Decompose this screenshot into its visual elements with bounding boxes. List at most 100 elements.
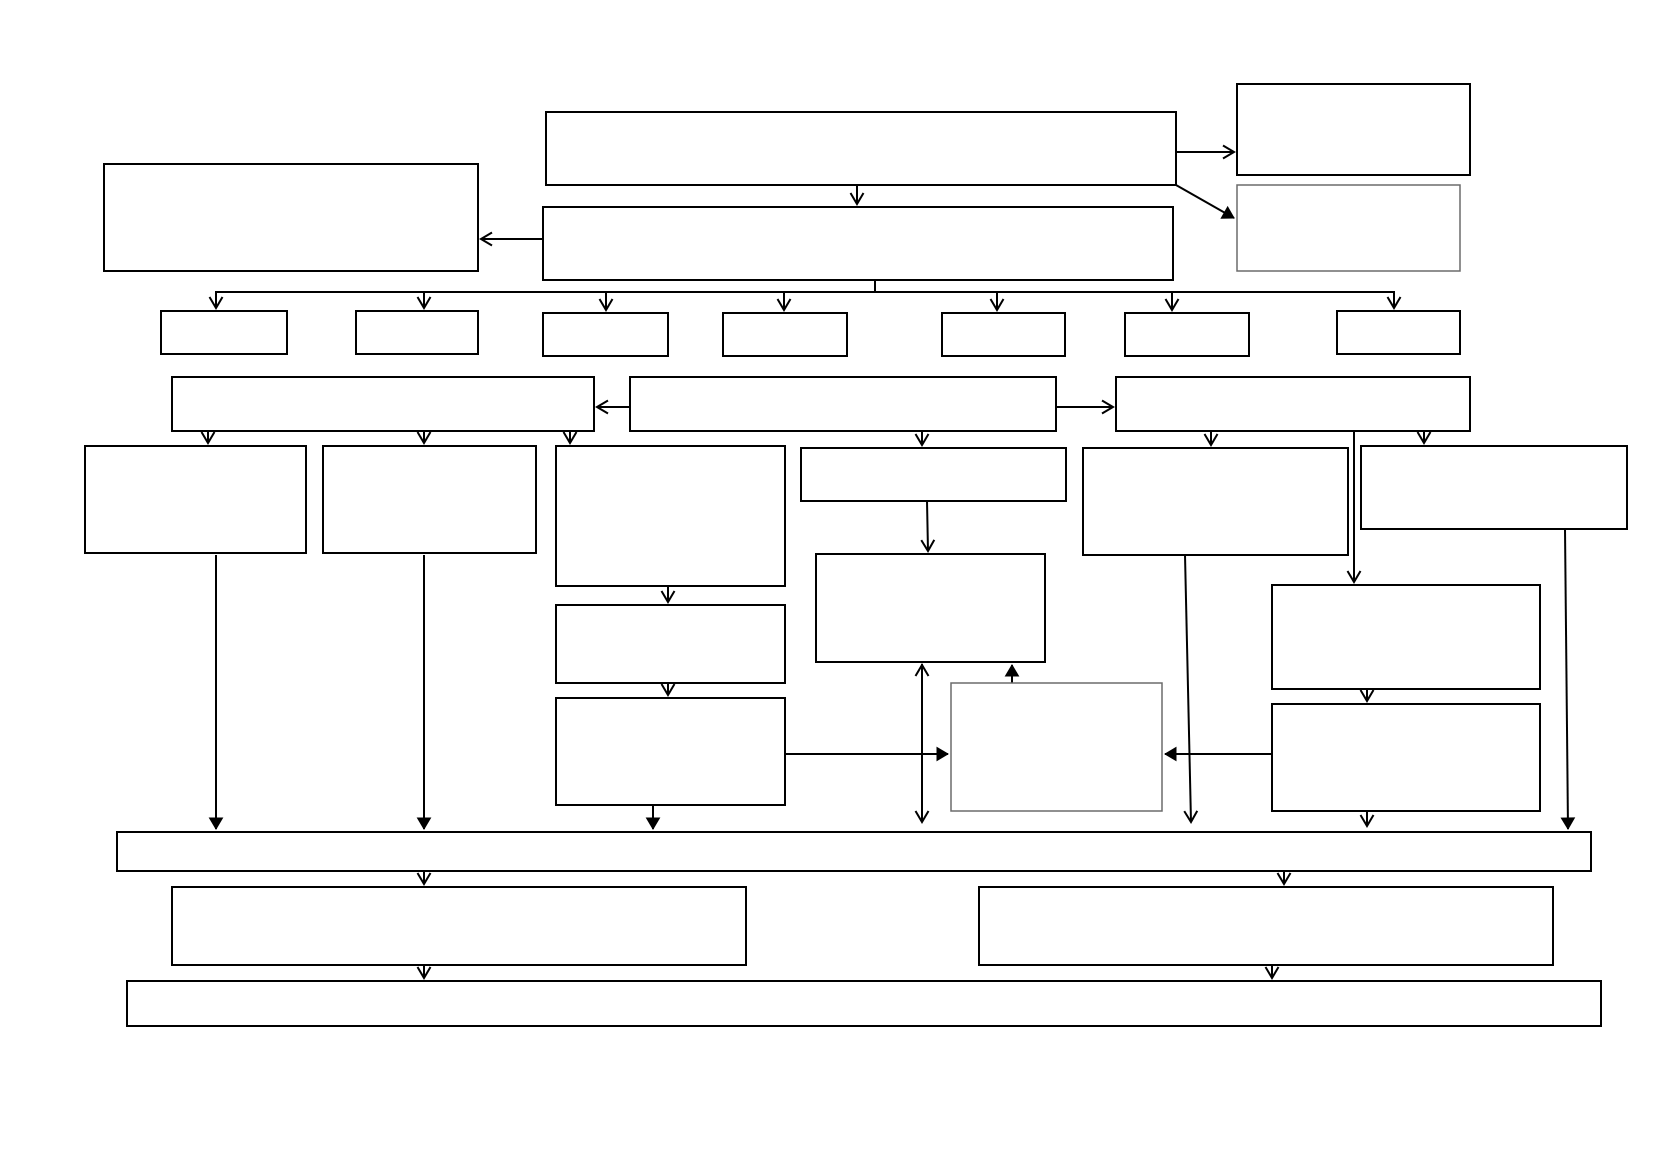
connector-arrow-14 bbox=[200, 431, 216, 445]
flow-box-left-upper bbox=[103, 163, 479, 272]
flow-box-row3-right bbox=[1115, 376, 1471, 432]
connector-arrow-30 bbox=[645, 805, 661, 830]
flow-box-top-right-2 bbox=[1236, 184, 1461, 272]
arrowhead-open bbox=[914, 433, 930, 447]
flow-box-col-b bbox=[322, 445, 537, 554]
arrowhead-open bbox=[416, 872, 432, 886]
edges-layer bbox=[200, 144, 1576, 980]
flow-box-top-right-1 bbox=[1236, 83, 1471, 176]
box-outline bbox=[116, 831, 1592, 872]
arrowhead-filled bbox=[936, 746, 949, 762]
arrowhead-open bbox=[1359, 689, 1375, 703]
arrowhead-open bbox=[1264, 966, 1280, 980]
flow-box-col-c3 bbox=[555, 697, 786, 806]
connector-arrow-12 bbox=[595, 399, 630, 415]
flow-box-small-3 bbox=[542, 312, 669, 357]
box-outline bbox=[1115, 376, 1471, 432]
flow-box-col-d1 bbox=[800, 447, 1067, 502]
connector-arrow-10 bbox=[1164, 292, 1180, 312]
arrowhead-open bbox=[920, 539, 936, 553]
arrowhead-open bbox=[1359, 814, 1375, 828]
connector-arrow-15 bbox=[416, 431, 432, 445]
arrowhead-open bbox=[416, 431, 432, 445]
arrowhead-open bbox=[479, 231, 493, 247]
flow-box-col-c1 bbox=[555, 445, 786, 587]
connector-arrow-25 bbox=[785, 746, 949, 762]
flow-box-small-6 bbox=[1124, 312, 1250, 357]
box-outline bbox=[84, 445, 307, 554]
arrowhead-open bbox=[660, 590, 676, 604]
flow-box-small-5 bbox=[941, 312, 1066, 357]
arrowhead-filled bbox=[1220, 205, 1235, 219]
flow-box-col-g2 bbox=[1271, 703, 1541, 812]
box-outline bbox=[1236, 83, 1471, 176]
box-outline bbox=[815, 553, 1046, 663]
connector-arrow-32 bbox=[1183, 554, 1199, 824]
flow-box-col-d2 bbox=[815, 553, 1046, 663]
connector-arrow-34 bbox=[1560, 528, 1576, 830]
connector-arrow-7 bbox=[598, 292, 614, 312]
connector-arrow-20 bbox=[1346, 431, 1362, 584]
arrowhead-open bbox=[914, 663, 930, 677]
connector-line bbox=[875, 291, 1395, 308]
arrowhead-open bbox=[660, 683, 676, 697]
arrowhead-open bbox=[1203, 433, 1219, 447]
flow-box-col-a bbox=[84, 445, 307, 554]
box-outline bbox=[978, 886, 1554, 966]
flow-box-bottom-left bbox=[171, 886, 747, 966]
connector-line bbox=[1564, 528, 1569, 830]
flow-box-col-c2 bbox=[555, 604, 786, 684]
connector-arrow-5 bbox=[208, 280, 876, 310]
box-outline bbox=[1236, 184, 1461, 272]
arrowhead-open bbox=[849, 192, 865, 206]
flow-box-small-1 bbox=[160, 310, 288, 355]
flow-box-row3-left bbox=[171, 376, 595, 432]
connector-arrow-38 bbox=[1264, 965, 1280, 980]
arrowhead-filled bbox=[208, 817, 224, 830]
connector-arrow-17 bbox=[914, 431, 930, 447]
box-outline bbox=[555, 604, 786, 684]
arrowhead-open bbox=[1346, 570, 1362, 584]
flow-box-col-g1 bbox=[1271, 584, 1541, 690]
arrowhead-open bbox=[200, 431, 216, 445]
arrowhead-open bbox=[1386, 296, 1402, 310]
arrowhead-open bbox=[1222, 144, 1236, 160]
flow-box-col-f bbox=[1360, 445, 1628, 530]
arrowhead-filled bbox=[416, 817, 432, 830]
arrowhead-open bbox=[776, 298, 792, 312]
connector-arrow-26 bbox=[1164, 746, 1272, 762]
connector-arrow-16 bbox=[562, 431, 578, 445]
connector-line bbox=[1184, 554, 1192, 823]
connector-arrow-2 bbox=[1175, 184, 1235, 219]
connector-arrow-4 bbox=[479, 231, 543, 247]
connector-arrow-22 bbox=[660, 683, 676, 697]
arrowhead-open bbox=[1416, 431, 1432, 445]
arrowhead-open bbox=[416, 966, 432, 980]
arrowhead-open bbox=[1164, 298, 1180, 312]
connector-arrow-23 bbox=[920, 500, 936, 553]
arrowhead-filled bbox=[1004, 664, 1020, 677]
flow-box-bar-1 bbox=[116, 831, 1592, 872]
connector-arrow-19 bbox=[1416, 431, 1432, 445]
arrowhead-open bbox=[1101, 399, 1115, 415]
arrowhead-open bbox=[595, 399, 609, 415]
box-outline bbox=[629, 376, 1057, 432]
flow-box-top-center bbox=[545, 111, 1177, 186]
flow-box-middle-gray bbox=[950, 682, 1163, 812]
box-outline bbox=[800, 447, 1067, 502]
connector-arrow-8 bbox=[776, 292, 792, 312]
box-outline bbox=[322, 445, 537, 554]
box-outline bbox=[941, 312, 1066, 357]
box-outline bbox=[171, 376, 595, 432]
arrowhead-open bbox=[208, 296, 224, 310]
box-outline bbox=[1271, 584, 1541, 690]
arrowhead-open bbox=[1276, 872, 1292, 886]
connector-arrow-36 bbox=[1276, 871, 1292, 886]
connector-arrow-35 bbox=[416, 871, 432, 886]
box-outline bbox=[555, 697, 786, 806]
flow-box-small-7 bbox=[1336, 310, 1461, 355]
connector-arrow-13 bbox=[1056, 399, 1115, 415]
box-outline bbox=[950, 682, 1163, 812]
connector-arrow-27 bbox=[1359, 689, 1375, 703]
